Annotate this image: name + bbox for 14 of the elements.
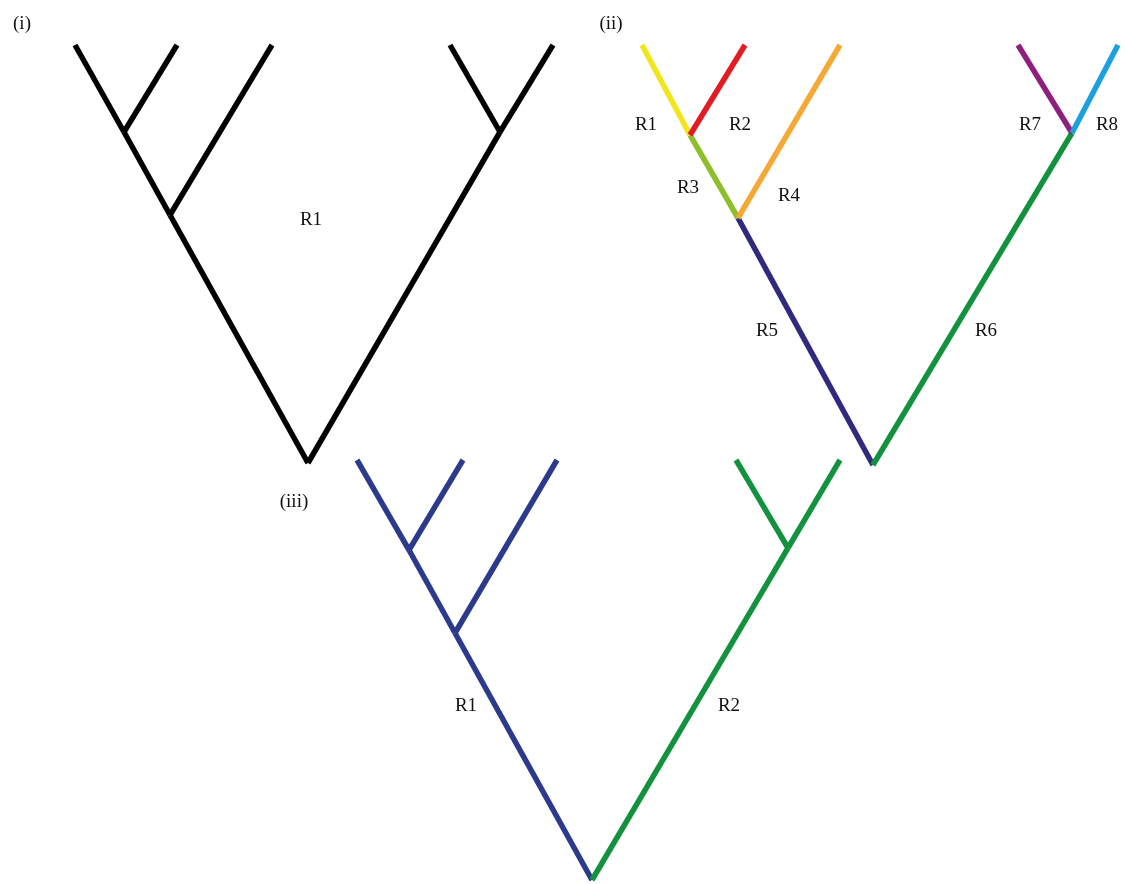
panel-label: (i)	[13, 12, 31, 32]
branch-label: R1	[299, 208, 323, 228]
panel-label: (ii)	[599, 12, 623, 32]
branch-label: R8	[1095, 113, 1119, 133]
branch-label: R1	[634, 113, 658, 133]
branch-label: R2	[728, 113, 752, 133]
branch-label: R4	[777, 184, 801, 204]
panel-label: (iii)	[279, 490, 309, 510]
branch-label: R2	[717, 694, 741, 714]
branch-label: R7	[1018, 113, 1042, 133]
branch-label: R3	[676, 176, 700, 196]
branch-label: R6	[974, 319, 998, 339]
branch-label: R1	[454, 694, 478, 714]
branch-label: R5	[755, 319, 779, 339]
